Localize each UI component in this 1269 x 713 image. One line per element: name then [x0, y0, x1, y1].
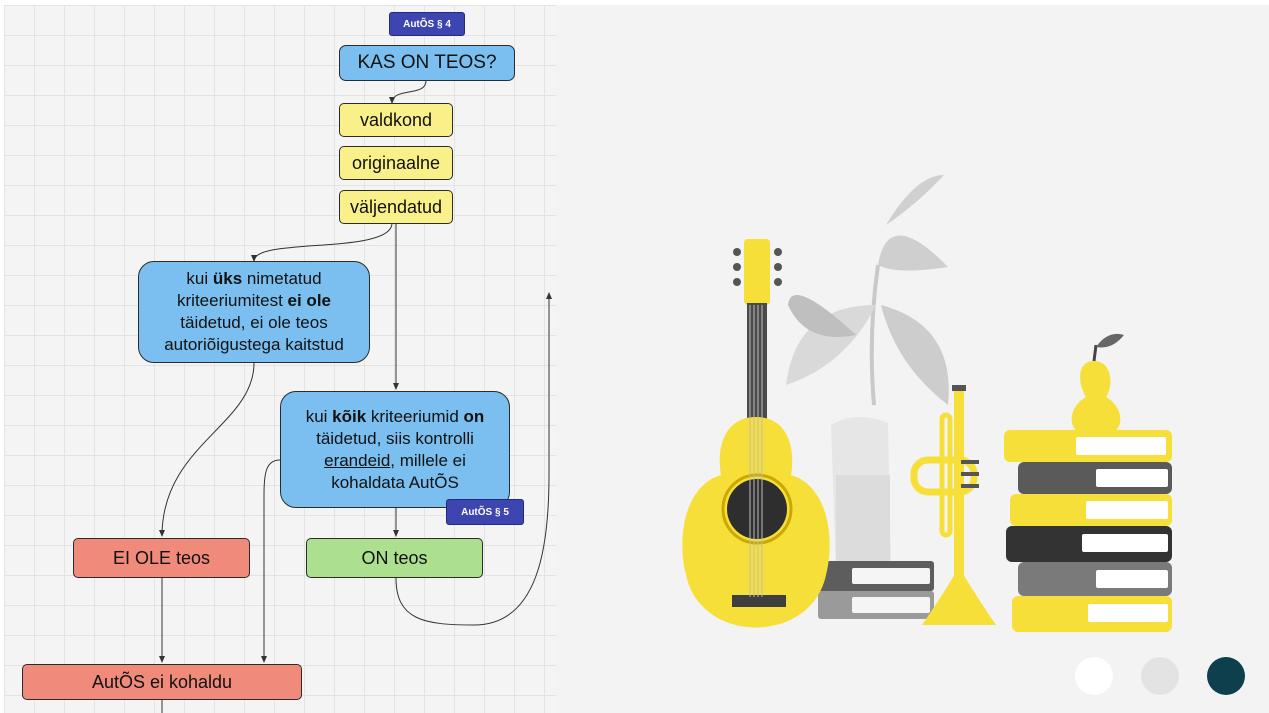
plant-icon: [786, 175, 949, 570]
book-stack-icon: [1004, 430, 1172, 632]
trumpet-icon: [910, 385, 996, 625]
autos-5-tag: AutÕS § 5: [446, 499, 524, 525]
connector-lines: [159, 80, 552, 713]
arrow-question-to-criteria: [389, 80, 427, 104]
small-book-stack-icon: [818, 561, 934, 619]
result-final: AutÕS ei kohaldu: [22, 664, 302, 700]
criterion-valdkond: valdkond: [339, 103, 453, 137]
arrow-exceptions-to-final: [261, 459, 281, 663]
arrow-criteria-to-if-one: [251, 222, 393, 262]
illustration-panel: [556, 5, 1269, 713]
autos-4-tag: AutÕS § 4: [389, 12, 465, 36]
music-books-illustration: [682, 175, 1172, 632]
criterion-valjendatud: väljendatud: [339, 190, 453, 224]
guitar-icon: [682, 239, 830, 628]
pagination-dot-1[interactable]: [1075, 657, 1113, 695]
pagination-dot-2[interactable]: [1141, 657, 1179, 695]
flowchart-panel: AutÕS § 4 KAS ON TEOS? valdkond originaa…: [4, 5, 556, 713]
if-one-node: kui üks nimetatud kriteeriumitest ei ole…: [138, 261, 370, 363]
result-is-work: ON teos: [306, 538, 483, 578]
pear-icon: [1071, 333, 1124, 430]
criterion-originaalne: originaalne: [339, 146, 453, 180]
result-not-work: EI OLE teos: [73, 538, 250, 578]
arrow-is-loop: [395, 292, 552, 626]
question-node: KAS ON TEOS?: [339, 45, 515, 81]
pagination-dot-3-active[interactable]: [1207, 657, 1245, 695]
arrow-if-one-to-not: [159, 362, 255, 537]
if-all-node: kui kõik kriteeriumid on täidetud, siis …: [280, 391, 510, 508]
